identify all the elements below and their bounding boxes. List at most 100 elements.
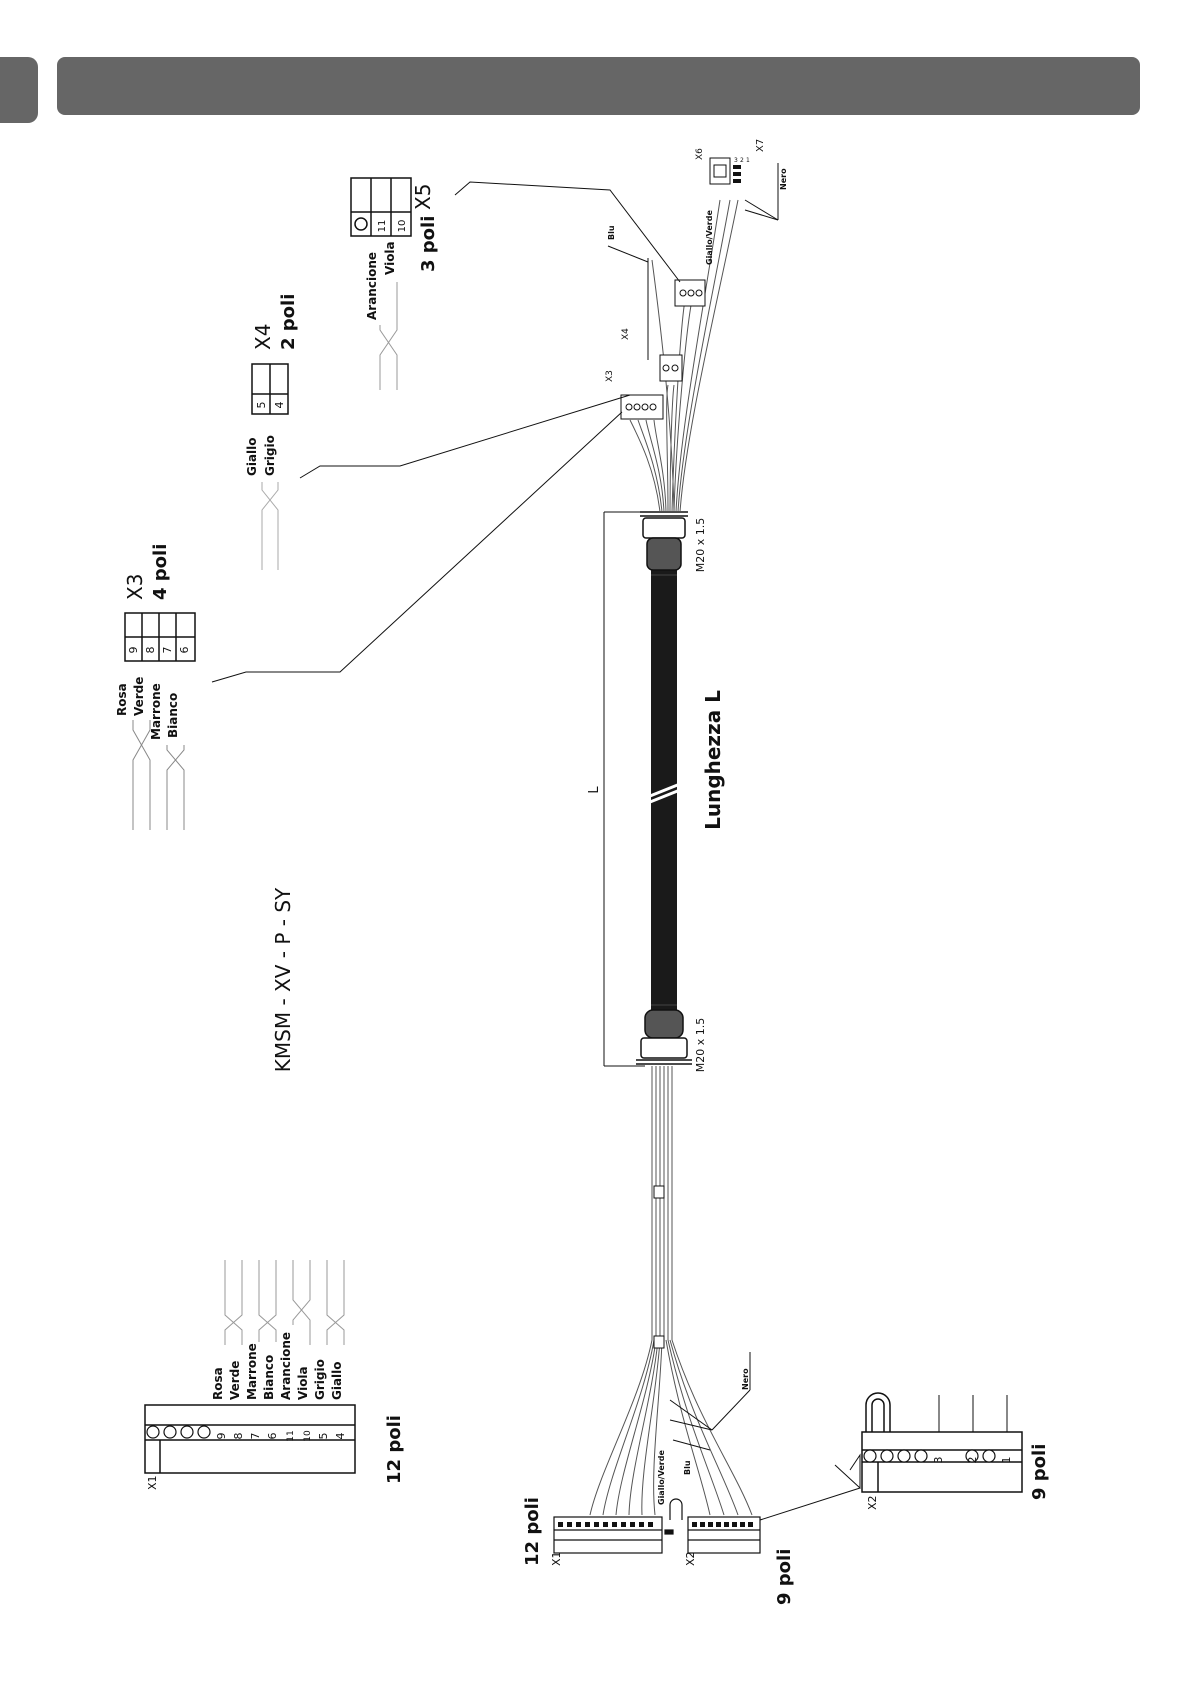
- x4-wire-giallo: Giallo: [245, 437, 259, 476]
- bottom-misc-lines: [669, 1352, 751, 1451]
- x2-cable-pins: [692, 1522, 753, 1527]
- x3-detail-wires: Rosa Verde Marrone Bianco: [115, 677, 180, 740]
- gland-bottom-label: M20 x 1.5: [694, 1018, 707, 1072]
- x5-detail-id: X5: [411, 184, 435, 210]
- x3-wire-bianco: Bianco: [166, 693, 180, 738]
- x1-detail-poles: 12 poli: [384, 1415, 405, 1484]
- x5-detail-connector: [350, 177, 412, 237]
- x2-pin-2: 2: [966, 1457, 979, 1464]
- x7-small-label: X7: [755, 139, 766, 152]
- x1-wire-verde: Verde: [228, 1361, 242, 1400]
- x2-detail-poles: 9 poli: [1029, 1444, 1050, 1500]
- x2-cable-id: X2: [684, 1551, 697, 1566]
- x3-pin-6: 6: [178, 647, 191, 654]
- length-symbol: L: [587, 786, 602, 794]
- x1-detail-pins: 9 8 7 6 11 10 5 4: [215, 1430, 347, 1442]
- bottom-gland: [636, 1009, 692, 1065]
- x1-wire-marrone: Marrone: [245, 1343, 259, 1400]
- header-bar: [57, 57, 1140, 115]
- x3-wire-marrone: Marrone: [149, 683, 163, 740]
- x2-detail-open-pins: [863, 1449, 996, 1463]
- x4-small-label: X4: [621, 328, 631, 340]
- x1-detail-id: X1: [146, 1475, 159, 1490]
- top-gland: [640, 511, 688, 571]
- x1-detail-open-pins: [146, 1425, 211, 1439]
- x5-detail-wires: Arancione Viola: [365, 241, 397, 320]
- x4-wire-grigio: Grigio: [263, 435, 277, 476]
- length-dimension: [603, 511, 645, 1067]
- x5-pin-10: 10: [397, 220, 408, 233]
- gv-top-label: Giallo/Verde: [705, 210, 714, 265]
- x4-small-connector: [659, 354, 683, 382]
- x3-detail-wire-lines: [132, 720, 185, 830]
- x5-wire-viola: Viola: [383, 241, 397, 275]
- x3-wire-verde: Verde: [132, 677, 146, 716]
- x6-small-connector: [709, 157, 731, 185]
- x1-wire-rosa: Rosa: [211, 1367, 225, 1400]
- x1-detail-wire-lines: [224, 1260, 345, 1345]
- x5-detail-poles: 3 poli: [418, 216, 439, 272]
- leader-lines: [211, 181, 861, 1521]
- x3-detail-connector: [124, 612, 196, 662]
- x1-detail-wires: Rosa Verde Marrone Bianco Arancione Viol…: [211, 1332, 344, 1400]
- top-wires: [629, 199, 739, 513]
- x7-pin-1: 1: [746, 157, 750, 164]
- ground-ring: [664, 1498, 683, 1535]
- x3-detail-poles: 4 poli: [150, 544, 171, 600]
- x7-pin-2: 2: [740, 157, 744, 164]
- x2-detail-connector: [861, 1392, 1023, 1493]
- x1-wire-bianco: Bianco: [262, 1355, 276, 1400]
- x2-detail-wire-lines: [938, 1395, 1008, 1432]
- x7-small-connector: [733, 165, 741, 183]
- x1-pin-7: 7: [249, 1433, 262, 1440]
- x4-detail-connector: [251, 363, 289, 415]
- x3-pin-9: 9: [127, 647, 140, 654]
- x6-small-label: X6: [695, 148, 705, 160]
- x1-wire-giallo: Giallo: [330, 1361, 344, 1400]
- x1-detail-connector: [144, 1404, 356, 1474]
- x1-pin-11: 11: [286, 1430, 296, 1441]
- blu-top-label: Blu: [607, 225, 616, 240]
- x5-pin-11: 11: [377, 220, 388, 233]
- blu-bottom-label: Blu: [683, 1460, 692, 1475]
- x3-pin-7: 7: [161, 647, 174, 654]
- cable-sheath: [639, 570, 691, 1010]
- x1-wire-grigio: Grigio: [313, 1359, 327, 1400]
- gland-top-label: M20 x 1.5: [694, 518, 707, 572]
- cable-ties: [653, 1185, 665, 1349]
- x3-wire-rosa: Rosa: [115, 683, 129, 716]
- page-tab: [0, 57, 38, 123]
- x1-pin-9: 9: [215, 1433, 228, 1440]
- x1-pin-5: 5: [317, 1433, 330, 1440]
- x3-small-label: X3: [605, 370, 615, 382]
- x1-pin-4: 4: [334, 1433, 347, 1440]
- x1-wire-arancione: Arancione: [279, 1332, 293, 1400]
- model-code: KMSM - XV - P - SY: [271, 887, 295, 1072]
- x5-small-connector: [674, 279, 706, 307]
- x5-wire-arancione: Arancione: [365, 252, 379, 320]
- x2-detail-id: X2: [866, 1495, 879, 1510]
- x3-small-connector: [620, 394, 664, 420]
- x4-detail-pins: 5 4: [255, 402, 286, 409]
- x2-detail-pins: 3 2 1: [932, 1457, 1013, 1464]
- x1-pin-10: 10: [303, 1430, 313, 1442]
- x4-detail-wires: Giallo Grigio: [245, 435, 277, 476]
- x3-pin-8: 8: [144, 647, 157, 654]
- x1-pin-8: 8: [232, 1433, 245, 1440]
- x4-detail-wire-lines: [261, 482, 279, 570]
- x1-cable-poles: 12 poli: [522, 1497, 543, 1566]
- x3-detail-id: X3: [123, 574, 147, 600]
- bottom-wires: [589, 1066, 753, 1516]
- x2-pin-3: 3: [932, 1457, 945, 1464]
- x5-detail-pins: 11 10: [377, 220, 408, 233]
- length-label: Lunghezza L: [701, 690, 725, 830]
- gv-bottom-label: Giallo/Verde: [657, 1450, 666, 1505]
- x4-pin-4: 4: [273, 402, 286, 409]
- nero-bottom-label: Nero: [741, 1368, 750, 1390]
- x2-pin-1: 1: [1000, 1457, 1013, 1464]
- x2-cable-poles: 9 poli: [774, 1549, 795, 1605]
- x1-wire-viola: Viola: [296, 1366, 310, 1400]
- x3-detail-pins: 9 8 7 6: [127, 647, 191, 654]
- x1-pin-6: 6: [266, 1433, 279, 1440]
